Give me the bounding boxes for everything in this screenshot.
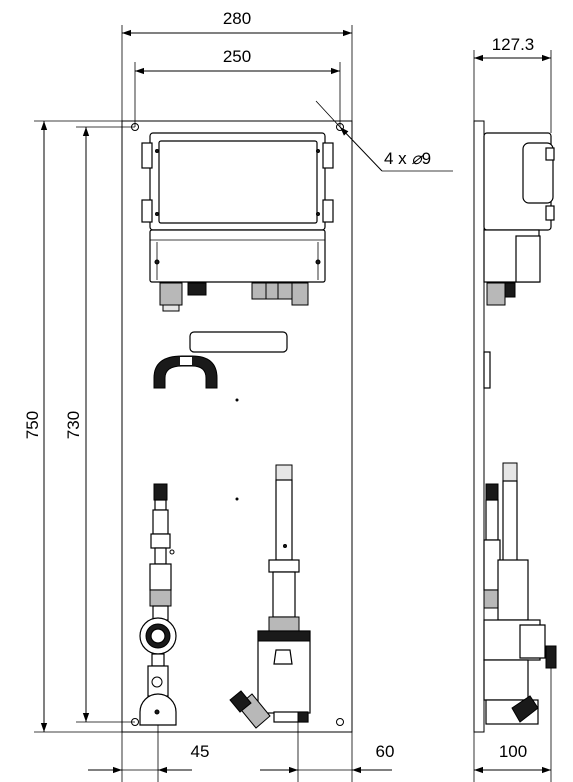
holes-count-label: 4 x [384, 149, 411, 168]
dim-60-label: 60 [376, 742, 395, 761]
label-plate [189, 331, 288, 353]
hole-diameter-label: 9 [422, 149, 431, 168]
dim-45-label: 45 [191, 742, 210, 761]
sensor-assembly-right [229, 464, 311, 729]
dim-127-3-label: 127.3 [492, 35, 535, 54]
side-view [473, 120, 557, 733]
dim-280-label: 280 [223, 9, 251, 28]
mounting-hole-bottom-right [336, 718, 344, 726]
dim-730-label: 730 [64, 411, 83, 439]
diameter-symbol: ⌀ [411, 149, 423, 168]
flow-assembly-left [139, 483, 177, 726]
u-bracket [153, 355, 239, 501]
dim-750-label: 750 [23, 411, 42, 439]
controller-housing [141, 132, 334, 312]
dim-100-label: 100 [499, 742, 527, 761]
holes-callout: 4 x ⌀9 [384, 149, 431, 168]
dim-250-label: 250 [223, 47, 251, 66]
